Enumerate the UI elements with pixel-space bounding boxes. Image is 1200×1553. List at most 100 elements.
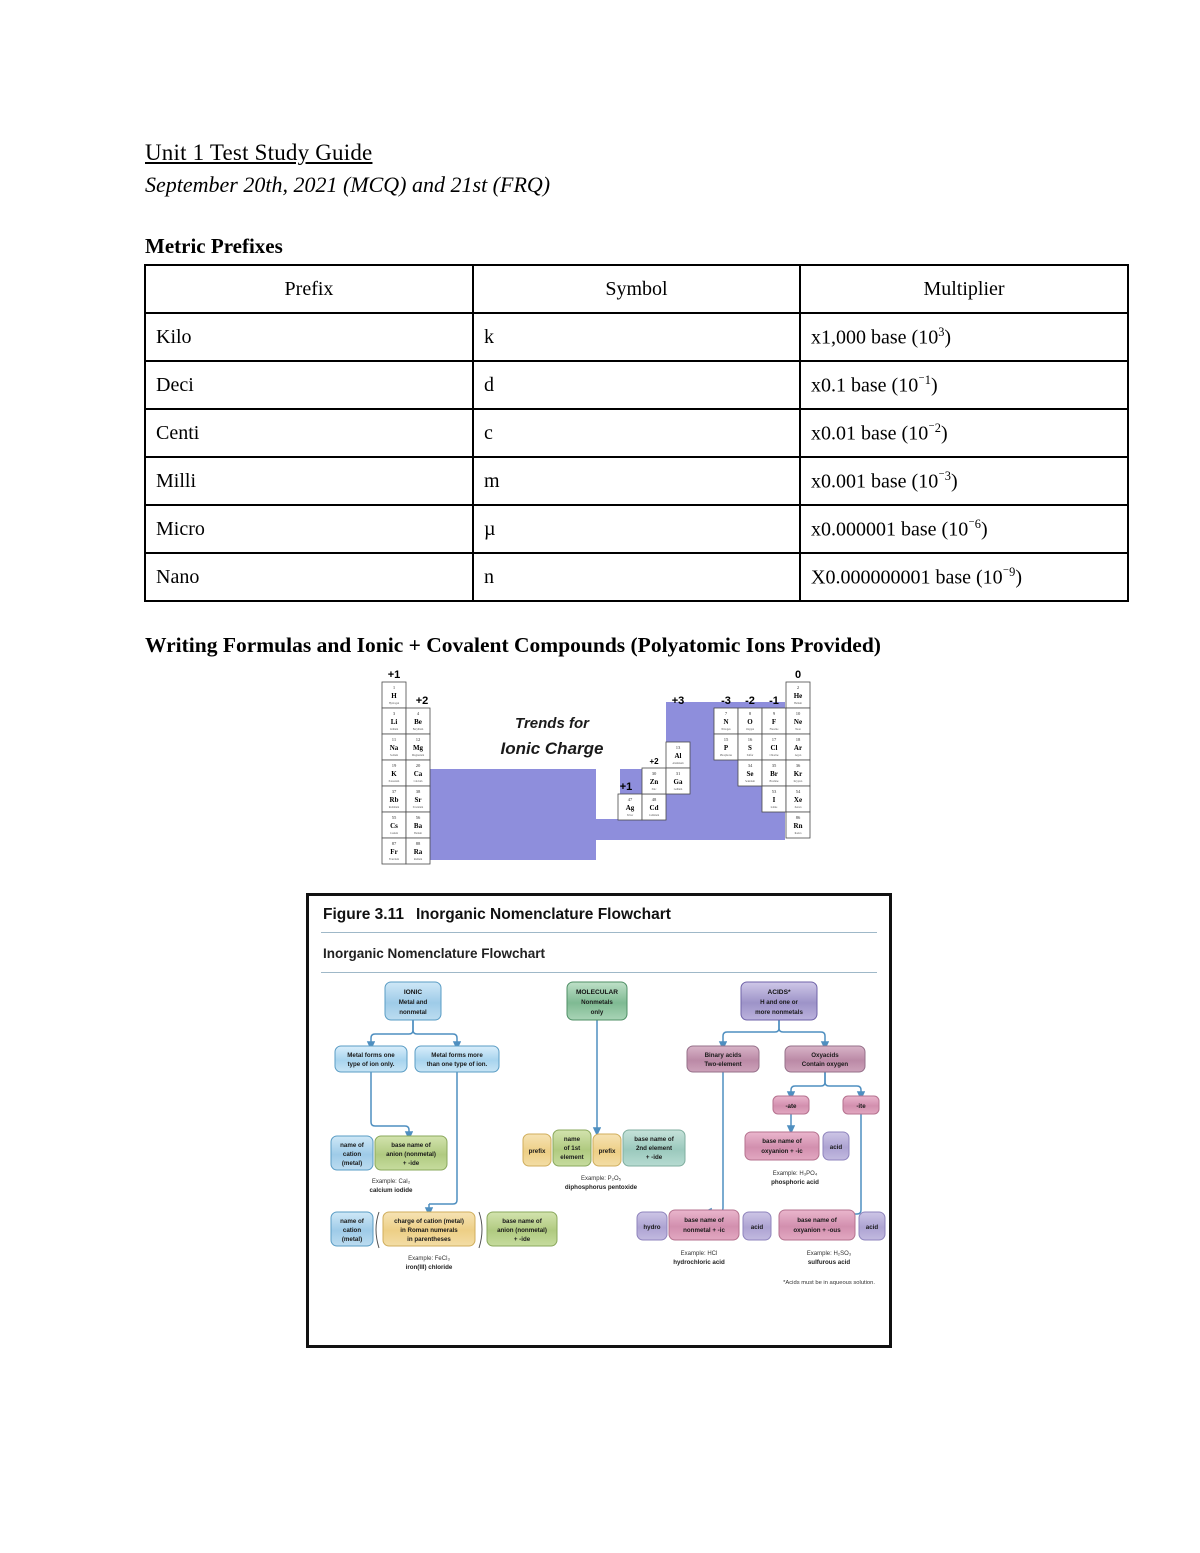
svg-text:20: 20	[416, 763, 421, 768]
node-prefix-1: prefix	[529, 1148, 546, 1155]
node-acids-line1: ACIDS*	[767, 989, 791, 996]
svg-text:19: 19	[392, 763, 397, 768]
node-oxyacid-ic-result: base name of oxyanion + -ic acid Example…	[744, 1131, 850, 1186]
svg-text:S: S	[748, 744, 752, 752]
svg-text:Iodine: Iodine	[771, 806, 778, 809]
svg-text:Strontium: Strontium	[413, 806, 423, 809]
svg-text:Li: Li	[391, 718, 398, 726]
svg-text:10: 10	[796, 711, 801, 716]
multiplier-tail: )	[930, 374, 938, 397]
multiplier-exponent: ⁻1	[918, 373, 931, 388]
node-metal-more-types: Metal forms more than one type of ion.	[414, 1045, 500, 1073]
node-first-element-line1: name	[564, 1136, 581, 1143]
cell-multiplier: x0.001 base (10⁻3)	[799, 456, 1129, 506]
node-roman-line2: in Roman numerals	[400, 1227, 458, 1234]
charge-label-minus3: -3	[721, 695, 731, 707]
node-ate: -ate	[772, 1095, 810, 1115]
node-metal-one-line1: Metal forms one	[347, 1052, 395, 1059]
charge-label-zero: 0	[795, 669, 801, 681]
node-metal-one-line2: type of ion only.	[348, 1061, 395, 1068]
svg-text:Lithium: Lithium	[390, 728, 398, 731]
flowchart-svg: .nt { font-family:"Liberation Sans",sans…	[330, 981, 886, 1286]
node-binary-line1: Binary acids	[705, 1052, 742, 1059]
multiplier-base: x1,000 base (10	[811, 326, 939, 349]
multiplier-base: X0.000000001 base (10	[811, 566, 1003, 589]
node-oxyanion-ic-line2: oxyanion + -ic	[761, 1148, 803, 1155]
column-header-symbol: Symbol	[472, 264, 801, 314]
node-ionic-line2: Metal and	[399, 999, 428, 1006]
svg-text:Argon: Argon	[795, 754, 802, 757]
multiplier-exponent: ⁻3	[938, 469, 951, 484]
cell-symbol: d	[472, 360, 801, 410]
svg-text:Xe: Xe	[794, 796, 802, 804]
svg-text:Be: Be	[414, 718, 422, 726]
trends-title-line1: Trends for	[515, 715, 590, 732]
example-p2o5-line1: Example: P₂O₅	[581, 1176, 622, 1182]
node-ionic-simple-result: name of cation (metal) base name of anio…	[330, 1135, 448, 1194]
svg-text:18: 18	[796, 737, 801, 742]
node-ionic-line3: nonmetal	[399, 1009, 427, 1016]
example-cai2-line1: Example: CaI₂	[372, 1179, 411, 1185]
multiplier-base: x0.001 base (10	[811, 470, 939, 493]
example-fecl3-line1: Example: FeCl₃	[408, 1256, 450, 1262]
cell-multiplier: x0.1 base (10⁻1)	[799, 360, 1129, 410]
svg-text:16: 16	[748, 737, 753, 742]
cell-multiplier: x0.01 base (10⁻2)	[799, 408, 1129, 458]
paren-left	[375, 1211, 380, 1249]
svg-text:15: 15	[724, 737, 729, 742]
flowchart-area: .nt { font-family:"Liberation Sans",sans…	[309, 972, 889, 1348]
node-oxyacids: Oxyacids Contain oxygen	[784, 1045, 866, 1073]
svg-text:F: F	[772, 718, 776, 726]
cell-prefix: Centi	[144, 408, 474, 458]
example-h3po4-line2: phosphoric acid	[771, 1179, 819, 1186]
page-title: Unit 1 Test Study Guide	[145, 140, 373, 165]
example-hcl-line1: Example: HCl	[681, 1251, 718, 1257]
figure-footnote: *Acids must be in aqueous solution.	[783, 1280, 875, 1286]
node-acids-line2: H and one or	[760, 999, 798, 1006]
svg-text:7: 7	[725, 711, 728, 716]
svg-text:47: 47	[628, 797, 633, 802]
figure-divider-bottom	[321, 972, 877, 973]
svg-text:O: O	[747, 718, 753, 726]
svg-text:Selenium: Selenium	[745, 780, 755, 783]
cell-prefix: Kilo	[144, 312, 474, 362]
cell-prefix: Milli	[144, 456, 474, 506]
node-prefix-2: prefix	[599, 1148, 616, 1155]
multiplier-base: x0.1 base (10	[811, 374, 919, 397]
svg-text:Barium: Barium	[414, 832, 422, 835]
node-metal-one-type: Metal forms one type of ion only.	[334, 1045, 408, 1073]
node-anion-line2: anion (nonmetal)	[386, 1151, 436, 1158]
charge-label-minus2: -2	[745, 695, 755, 707]
svg-text:4: 4	[417, 711, 420, 716]
cell-prefix: Micro	[144, 504, 474, 554]
svg-text:Zinc: Zinc	[652, 788, 658, 791]
node-molecular-line2: Nonmetals	[581, 999, 613, 1006]
svg-text:Calcium: Calcium	[414, 780, 423, 783]
node-anion2-line2: anion (nonmetal)	[497, 1227, 547, 1234]
svg-text:Phosphorus: Phosphorus	[720, 754, 732, 757]
svg-text:Rb: Rb	[390, 796, 399, 804]
svg-text:54: 54	[796, 789, 801, 794]
charge-label-plus1-silver: +1	[620, 781, 633, 793]
svg-text:12: 12	[416, 737, 421, 742]
table-header-row: Prefix Symbol Multiplier	[144, 264, 1129, 314]
svg-text:Gallium: Gallium	[674, 788, 683, 791]
svg-text:Xenon: Xenon	[795, 806, 803, 809]
svg-text:17: 17	[772, 737, 777, 742]
svg-text:Chlorine: Chlorine	[769, 754, 779, 757]
svg-text:36: 36	[796, 763, 801, 768]
multiplier-exponent: 3	[938, 324, 945, 339]
node-molecular-line1: MOLECULAR	[576, 989, 618, 996]
svg-text:48: 48	[652, 797, 657, 802]
node-second-element-line2: 2nd element	[636, 1145, 672, 1152]
node-ite-label: -ite	[856, 1103, 866, 1110]
svg-text:N: N	[723, 718, 728, 726]
node-metal-more-line1: Metal forms more	[431, 1052, 483, 1059]
svg-text:Ne: Ne	[794, 718, 802, 726]
cell-multiplier: X0.000000001 base (10⁻9)	[799, 552, 1129, 602]
